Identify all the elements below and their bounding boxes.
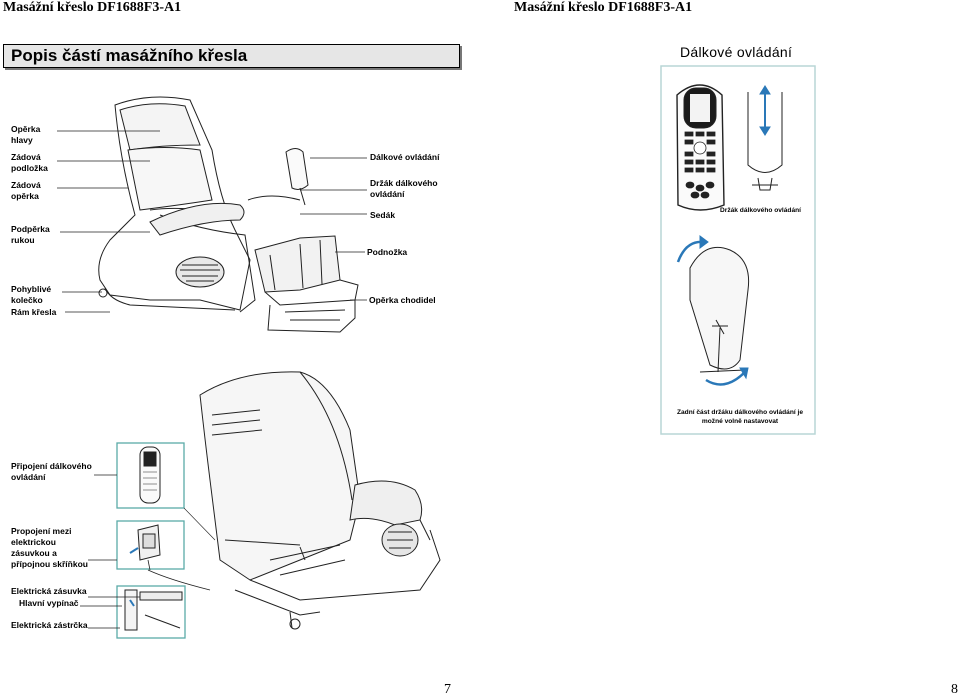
- label-plug: Elektrická zástrčka: [11, 620, 88, 630]
- label-back-pad-line2: podložka: [11, 163, 48, 173]
- section-title: Popis částí masážního křesla: [11, 46, 248, 65]
- label-power-link-line3: zásuvkou a: [11, 548, 57, 558]
- label-back-pad-line1: Zádová: [11, 152, 41, 162]
- label-frame: Rám křesla: [11, 307, 57, 317]
- label-back-rest: Zádová opěrka: [11, 180, 41, 202]
- label-remote-connection-line1: Připojení dálkového: [11, 461, 92, 471]
- page-number-left: 7: [444, 682, 451, 697]
- label-main-switch: Hlavní vypínač: [19, 598, 79, 608]
- left-running-header: Masážní křeslo DF1688F3-A1: [3, 0, 182, 15]
- label-leg-rest: Podnožka: [367, 247, 408, 257]
- remote-section-title: Dálkové ovládání: [680, 44, 793, 60]
- label-seat: Sedák: [370, 210, 396, 220]
- caption-holder-adjustable-line1: Zadní část držáku dálkového ovládání je: [676, 409, 804, 416]
- inset-frames: [116, 442, 186, 639]
- label-power-link-line2: elektrickou: [11, 537, 56, 547]
- label-remote: Dálkové ovládání: [370, 152, 440, 162]
- label-wheel-line1: Pohyblivé: [11, 284, 52, 294]
- caption-remote-holder: Držák dálkového ovládání: [720, 207, 801, 214]
- label-head-rest-line2: hlavy: [11, 135, 33, 145]
- label-power-link-line1: Propojení mezi: [11, 526, 72, 536]
- label-back-rest-line1: Zádová: [11, 180, 41, 190]
- label-arm-rest-line1: Podpěrka: [11, 224, 50, 234]
- label-remote-holder-line2: ovládání: [370, 189, 405, 199]
- label-back-rest-line2: opěrka: [11, 191, 39, 201]
- label-socket: Elektrická zásuvka: [11, 586, 87, 596]
- massage-chair-front-illustration: [98, 96, 359, 333]
- massage-chair-rear-illustration: [199, 371, 441, 630]
- label-back-pad: Zádová podložka: [11, 152, 48, 174]
- front-leader-lines: [57, 130, 367, 313]
- label-power-link-line4: přípojnou skříňkou: [11, 559, 88, 569]
- label-remote-connection-line2: ovládání: [11, 472, 46, 482]
- label-remote-holder-line1: Držák dálkového: [370, 178, 438, 188]
- label-head-rest-line1: Opěrka: [11, 124, 41, 134]
- label-head-rest: Opěrka hlavy: [11, 124, 40, 146]
- caption-holder-adjustable: Zadní část držáku dálkového ovládání je …: [665, 408, 815, 426]
- label-wheel: Pohyblivé kolečko: [11, 284, 51, 306]
- label-arm-rest-line2: rukou: [11, 235, 35, 245]
- section-title-box: Popis částí masážního křesla: [3, 44, 460, 68]
- page-number-right: 8: [951, 682, 958, 697]
- right-running-header: Masážní křeslo DF1688F3-A1: [514, 0, 693, 15]
- label-wheel-line2: kolečko: [11, 295, 43, 305]
- remote-panel-illustration: [660, 65, 816, 435]
- label-foot-rest: Opěrka chodidel: [369, 295, 436, 305]
- label-remote-holder: Držák dálkového ovládání: [370, 178, 438, 200]
- label-power-link: Propojení mezi elektrickou zásuvkou a př…: [11, 526, 88, 570]
- label-remote-connection: Připojení dálkového ovládání: [11, 461, 92, 483]
- label-arm-rest: Podpěrka rukou: [11, 224, 50, 246]
- caption-holder-adjustable-line2: možné volně nastavovat: [701, 418, 779, 425]
